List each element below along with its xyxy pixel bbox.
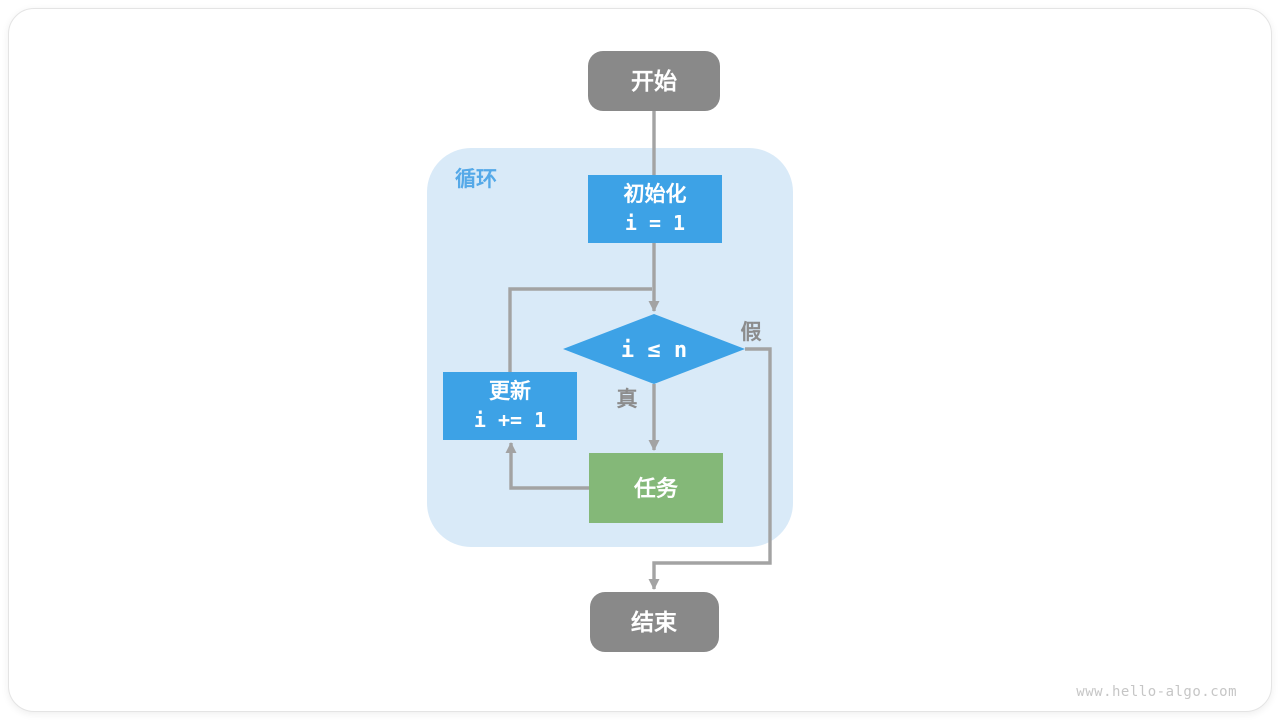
branch-true-label: 真 xyxy=(617,387,638,411)
task-node xyxy=(589,453,723,523)
condition-diamond xyxy=(563,314,745,384)
update-node xyxy=(443,372,577,440)
start-node xyxy=(588,51,720,111)
update-node-code: i += 1 xyxy=(474,408,546,432)
end-node xyxy=(590,592,719,652)
init-node xyxy=(588,175,722,243)
branch-false-label: 假 xyxy=(741,321,762,344)
connector-condition-to-end xyxy=(648,347,772,590)
watermark: www.hello-algo.com xyxy=(1076,684,1237,700)
start-node-label: 开始 xyxy=(631,68,677,94)
task-node-label: 任务 xyxy=(633,476,679,501)
update-node-title: 更新 xyxy=(489,379,531,403)
condition-label: i ≤ n xyxy=(621,338,687,363)
init-node-title: 初始化 xyxy=(624,182,687,206)
init-node-code: i = 1 xyxy=(625,211,685,235)
end-node-label: 结束 xyxy=(631,609,678,635)
loop-container-label: 循环 xyxy=(455,167,497,191)
connector-task-to-update xyxy=(505,442,589,490)
connector-update-loopback xyxy=(508,287,652,372)
